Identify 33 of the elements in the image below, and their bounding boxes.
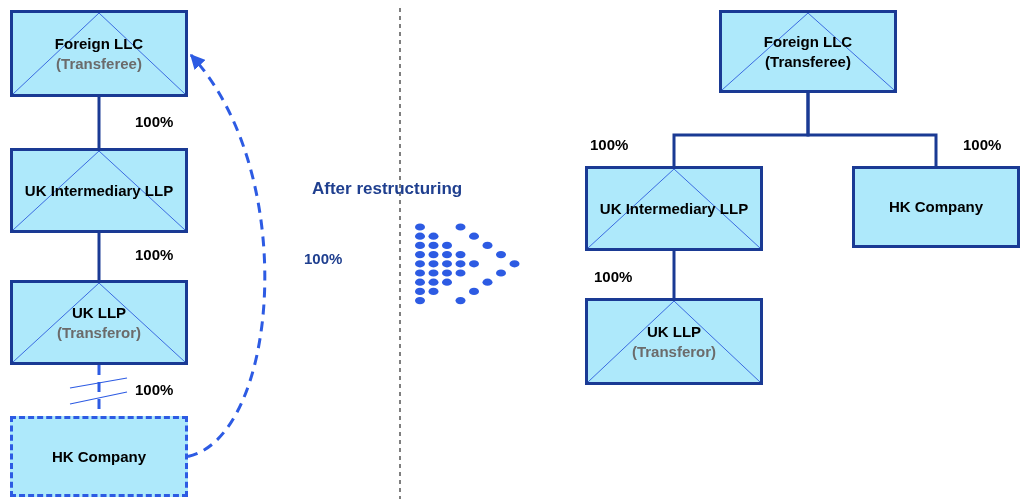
edge-label: 100%	[135, 245, 174, 265]
entity-box	[585, 166, 763, 251]
connector-line	[97, 97, 101, 148]
entity-name: UK LLP	[70, 302, 128, 323]
entity-box	[10, 280, 188, 365]
entity-role: (Transferor)	[55, 322, 143, 343]
entity-name: HK Company	[887, 197, 985, 217]
edge-label: 100%	[590, 135, 629, 155]
heading-label: After restructuring	[312, 178, 463, 200]
entity-name: UK Intermediary LLP	[598, 198, 750, 219]
entity-name: HK Company	[50, 446, 148, 467]
entity-name: UK Intermediary LLP	[23, 180, 175, 201]
entity-name: UK LLP	[645, 321, 703, 342]
edge-label: 100%	[963, 135, 1002, 155]
entity-name: Foreign LLC	[53, 33, 145, 54]
entity-role: (Transferor)	[630, 341, 718, 362]
edge-label: 100%	[135, 380, 174, 400]
entity-box	[585, 298, 763, 385]
edge-label: 100%	[135, 112, 174, 132]
arrow	[187, 53, 266, 458]
edge-label: 100%	[304, 249, 343, 269]
connector-line	[97, 233, 101, 280]
entity-box	[719, 10, 897, 93]
connector-line	[672, 251, 676, 298]
entity-box	[10, 148, 188, 233]
entity-role: (Transferee)	[55, 53, 143, 74]
edge-label: 100%	[594, 267, 633, 287]
entity-role: (Transferee)	[764, 51, 852, 72]
entity-box	[10, 416, 188, 497]
entity-name: Foreign LLC	[762, 31, 854, 52]
entity-box	[10, 10, 188, 97]
entity-box	[852, 166, 1020, 248]
connector-line	[806, 93, 938, 166]
